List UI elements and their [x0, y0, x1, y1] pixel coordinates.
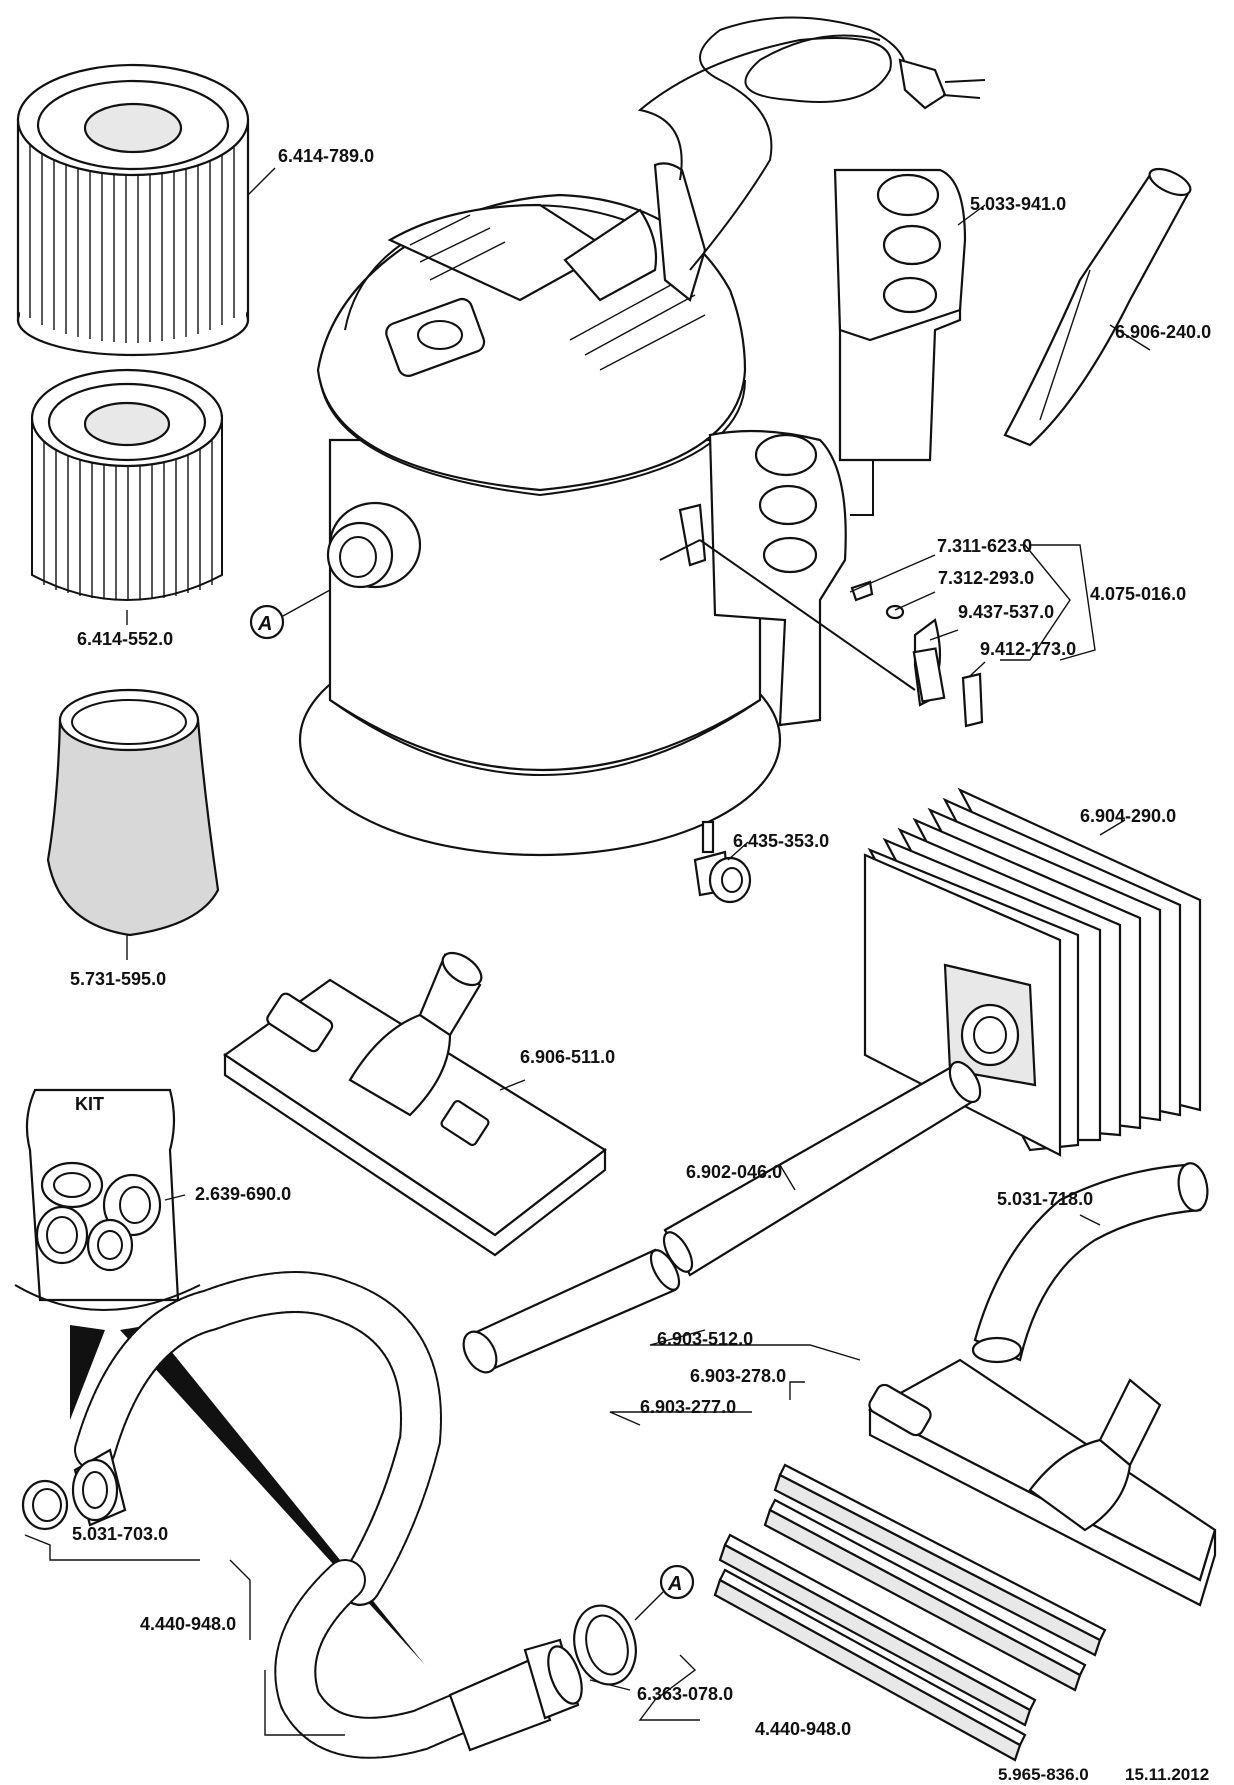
sealing-ring — [573, 1604, 637, 1686]
label-9412173: 9.412-173.0 — [980, 639, 1076, 659]
kit-label: KIT — [75, 1094, 104, 1114]
cartridge-filter-large — [16, 63, 250, 357]
label-5031718: 5.031-718.0 — [997, 1189, 1093, 1209]
suction-hose — [71, 1271, 583, 1759]
wet-dry-floor-nozzle — [867, 1358, 1217, 1607]
label-6903278: 6.903-278.0 — [690, 1366, 786, 1386]
squeegee-strips — [713, 1463, 1107, 1762]
power-cord — [637, 16, 986, 271]
label-6435353: 6.435-353.0 — [733, 831, 829, 851]
label-6903512: 6.903-512.0 — [657, 1329, 753, 1349]
document-date: 15.11.2012 — [1125, 1765, 1209, 1784]
label-5031703: 5.031-703.0 — [72, 1524, 168, 1544]
vacuum-cleaner-body — [298, 162, 782, 857]
svg-text:A: A — [667, 1573, 682, 1595]
svg-text:A: A — [257, 613, 272, 635]
label-6904290: 6.904-290.0 — [1080, 806, 1176, 826]
label-6906511: 6.906-511.0 — [520, 1047, 615, 1067]
bent-handle — [971, 1162, 1209, 1364]
label-4440948-right: 4.440-948.0 — [755, 1719, 851, 1739]
marker-a-hose: A — [634, 1564, 695, 1621]
label-6414552: 6.414-552.0 — [77, 629, 173, 649]
label-6906240: 6.906-240.0 — [1115, 322, 1211, 342]
document-number: 5.965-836.0 — [998, 1765, 1089, 1784]
protective-filter-bag — [46, 688, 220, 937]
footer: 5.965-836.0 15.11.2012 — [998, 1765, 1209, 1784]
side-accessory-holder — [678, 429, 847, 727]
label-4075016: 4.075-016.0 — [1090, 584, 1186, 604]
floor-nozzle — [223, 951, 607, 1257]
suction-tube — [462, 1060, 982, 1374]
label-4440948-left: 4.440-948.0 — [140, 1614, 236, 1634]
label-2639690: 2.639-690.0 — [195, 1184, 291, 1204]
crevice-nozzle — [1003, 167, 1192, 447]
hose-clip — [21, 1479, 69, 1531]
latch-assembly — [659, 539, 984, 728]
leader-lines — [24, 167, 1151, 1736]
part-labels: 6.414-789.0 6.414-552.0 5.731-595.0 5.03… — [70, 146, 1211, 1739]
label-7311623: 7.311-623.0 — [937, 536, 1032, 556]
label-6414789: 6.414-789.0 — [278, 146, 374, 166]
label-9437537: 9.437-537.0 — [958, 602, 1054, 622]
label-6903277: 6.903-277.0 — [640, 1397, 736, 1417]
castor-wheel — [693, 820, 752, 904]
label-6363078: 6.363-078.0 — [637, 1684, 733, 1704]
marker-a-body: A — [249, 589, 331, 640]
accessory-holder — [833, 168, 967, 516]
label-6902046: 6.902-046.0 — [686, 1162, 782, 1182]
paper-filter-bags — [863, 787, 1202, 1157]
label-7312293: 7.312-293.0 — [938, 568, 1034, 588]
cartridge-filter-small — [30, 368, 224, 601]
label-5033941: 5.033-941.0 — [970, 194, 1066, 214]
label-5731595: 5.731-595.0 — [70, 969, 166, 989]
